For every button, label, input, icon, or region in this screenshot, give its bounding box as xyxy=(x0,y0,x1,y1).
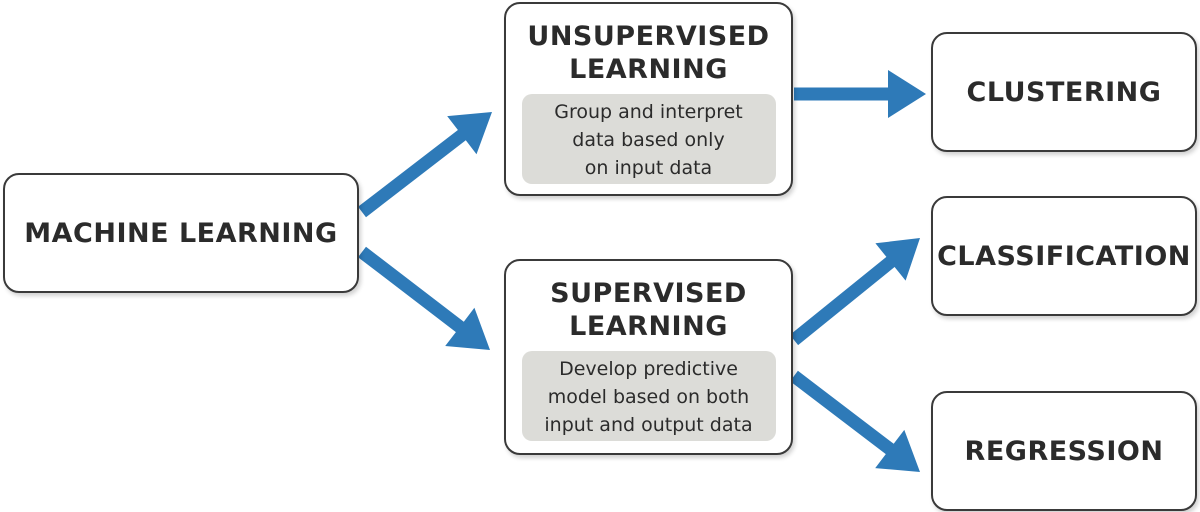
regression-title: REGRESSION xyxy=(964,435,1164,467)
machine-learning-title: MACHINE LEARNING xyxy=(24,217,338,249)
supervised-description-line-2: model based on both xyxy=(547,386,750,408)
unsupervised-learning-box: UNSUPERVISED LEARNING Group and interpre… xyxy=(504,2,793,196)
supervised-learning-title: SUPERVISED LEARNING xyxy=(506,277,791,343)
supervised-title-line-1: SUPERVISED xyxy=(550,278,747,309)
regression-box: REGRESSION xyxy=(931,391,1197,511)
unsupervised-description-line-1: Group and interpret xyxy=(554,101,743,123)
arrow-supervised-to-classification xyxy=(789,238,920,346)
classification-box: CLASSIFICATION xyxy=(931,196,1197,316)
arrow-machine-learning-to-unsupervised xyxy=(358,112,492,218)
unsupervised-learning-title: UNSUPERVISED LEARNING xyxy=(506,20,791,86)
unsupervised-description: Group and interpret data based only on i… xyxy=(521,94,776,184)
arrow-machine-learning-to-supervised xyxy=(358,246,490,350)
arrow-unsupervised-to-clustering xyxy=(794,70,926,118)
supervised-description-line-3: input and output data xyxy=(544,414,753,436)
machine-learning-box: MACHINE LEARNING xyxy=(3,173,359,293)
supervised-description: Develop predictive model based on both i… xyxy=(521,351,776,441)
supervised-description-line-1: Develop predictive xyxy=(559,358,738,380)
unsupervised-description-line-3: on input data xyxy=(584,157,713,179)
arrow-layer xyxy=(358,70,926,472)
classification-title: CLASSIFICATION xyxy=(937,240,1191,272)
unsupervised-description-line-2: data based only xyxy=(572,129,725,151)
supervised-title-line-2: LEARNING xyxy=(569,311,728,342)
unsupervised-title-line-1: UNSUPERVISED xyxy=(527,21,770,52)
unsupervised-title-line-2: LEARNING xyxy=(569,54,728,85)
clustering-title: CLUSTERING xyxy=(966,76,1162,108)
clustering-box: CLUSTERING xyxy=(931,32,1197,152)
arrow-supervised-to-regression xyxy=(790,370,920,472)
supervised-learning-box: SUPERVISED LEARNING Develop predictive m… xyxy=(504,259,793,455)
